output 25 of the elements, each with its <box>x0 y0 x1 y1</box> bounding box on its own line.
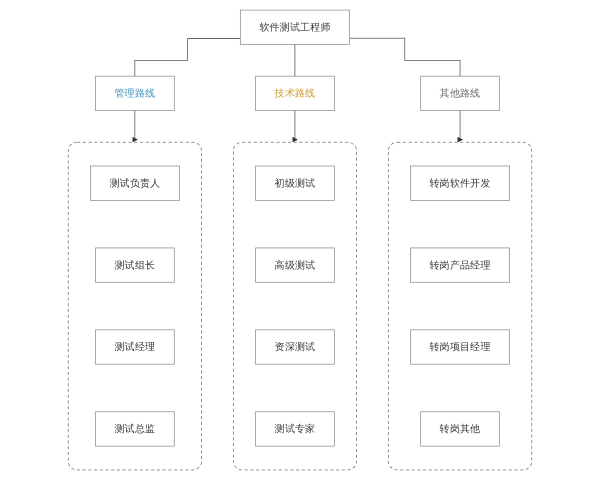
node-box: 测试总监 <box>95 411 175 446</box>
node-box: 初级测试 <box>255 166 335 201</box>
node-box: 转岗其他 <box>420 411 500 446</box>
cluster <box>233 142 357 470</box>
connector <box>134 38 241 76</box>
node-box: 技术路线 <box>255 76 335 111</box>
node-box: 高级测试 <box>255 248 335 283</box>
arrow <box>292 110 298 142</box>
cluster <box>388 142 532 470</box>
node-box: 资深测试 <box>255 330 335 364</box>
node-box: 转岗软件开发 <box>410 166 510 201</box>
node-box: 转岗产品经理 <box>410 248 510 283</box>
node-box: 管理路线 <box>95 76 175 111</box>
node-box: 其他路线 <box>420 76 500 111</box>
connector <box>349 38 460 76</box>
arrow <box>457 110 463 142</box>
node-box: 测试专家 <box>255 411 335 446</box>
node-box: 软件测试工程师 <box>240 10 350 45</box>
arrow <box>132 110 138 142</box>
node-box: 测试负责人 <box>90 166 180 201</box>
node-box: 测试经理 <box>95 330 175 364</box>
cluster <box>68 142 202 470</box>
connector <box>294 44 296 76</box>
node-box: 转岗项目经理 <box>410 330 510 364</box>
node-box: 测试组长 <box>95 248 175 283</box>
